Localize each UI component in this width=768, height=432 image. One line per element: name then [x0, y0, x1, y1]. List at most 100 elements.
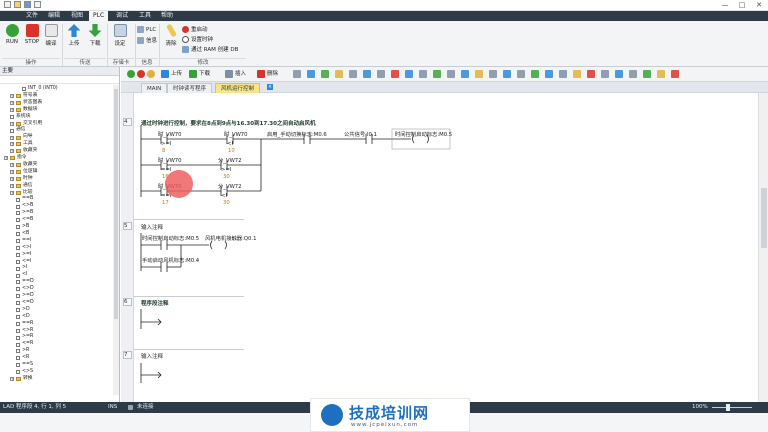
menu-debug[interactable]: 调试 [116, 12, 129, 19]
tree-item[interactable]: ==I [16, 238, 31, 245]
toolbar-tool-icon[interactable] [531, 70, 539, 78]
toolbar-tool-icon[interactable] [587, 70, 595, 78]
toolbar-tool-icon[interactable] [363, 70, 371, 78]
tree-item[interactable]: <>R [16, 328, 33, 335]
tree-folder[interactable]: +收藏夹 [10, 162, 37, 169]
toolbar-tool-icon[interactable] [307, 70, 315, 78]
tree-item[interactable]: ==S [16, 362, 33, 369]
upload-button[interactable]: 上传 [64, 24, 84, 47]
network-marker[interactable] [123, 298, 132, 306]
tree-item[interactable]: <=D [16, 300, 34, 307]
download-icon[interactable] [189, 70, 197, 78]
tab-main[interactable]: MAIN [141, 83, 168, 93]
network-marker[interactable] [123, 222, 132, 230]
menu-tools[interactable]: 工具 [139, 12, 152, 19]
scroll-thumb[interactable] [114, 89, 118, 319]
tree-item[interactable]: <=I [16, 259, 31, 266]
toolbar-tool-icon[interactable] [321, 70, 329, 78]
create-db-button[interactable]: 通过 RAM 创建 DB [182, 45, 238, 53]
expand-icon[interactable]: + [10, 94, 14, 99]
tree-folder[interactable]: +比较 [10, 190, 33, 197]
expand-icon[interactable]: + [10, 163, 14, 168]
expand-icon[interactable]: + [10, 107, 14, 112]
menu-view[interactable]: 视图 [71, 12, 84, 19]
toolbar-tool-icon[interactable] [433, 70, 441, 78]
open-icon[interactable] [14, 1, 21, 8]
expand-icon[interactable]: + [10, 149, 14, 154]
toolbar-tool-icon[interactable] [517, 70, 525, 78]
toolbar-tool-icon[interactable] [629, 70, 637, 78]
tree-item[interactable]: >=D [16, 293, 34, 300]
tree-folder[interactable]: +符号表 [10, 93, 37, 100]
toolbar-tool-icon[interactable] [615, 70, 623, 78]
tree-folder[interactable]: +状态图表 [10, 100, 42, 107]
expand-icon[interactable]: + [10, 170, 14, 175]
expand-icon[interactable]: + [10, 183, 14, 188]
toolbar-tool-icon[interactable] [377, 70, 385, 78]
maximize-button[interactable]: □ [738, 1, 746, 9]
memory-card-button[interactable]: 设定 [110, 24, 130, 47]
stop-icon[interactable] [137, 70, 145, 78]
upload-label[interactable]: 上传 [171, 71, 183, 77]
expand-icon[interactable]: + [4, 156, 8, 161]
expand-icon[interactable]: + [10, 190, 14, 195]
tree-folder[interactable]: +收藏夹 [10, 148, 37, 155]
clear-button[interactable]: 清除 [161, 23, 181, 47]
tree-item[interactable]: ==R [16, 321, 33, 328]
scroll-thumb[interactable] [761, 188, 767, 248]
menu-file[interactable]: 文件 [26, 12, 39, 19]
tree-item[interactable]: <>B [16, 203, 33, 210]
tree-item[interactable]: >R [16, 348, 29, 355]
stop-button[interactable]: STOP [22, 24, 42, 45]
tree-item[interactable]: >=R [16, 334, 33, 341]
power-up-reset-button[interactable]: 重启动 [182, 25, 208, 33]
toolbar-tool-icon[interactable] [419, 70, 427, 78]
tree-folder[interactable]: +通信 [10, 183, 33, 190]
expand-icon[interactable]: + [10, 142, 14, 147]
tab-clock-rw[interactable]: 时钟读写程序 [167, 83, 213, 93]
tree-item[interactable]: <>D [16, 286, 34, 293]
zoom-slider-thumb[interactable] [726, 404, 730, 411]
toolbar-tool-icon[interactable] [461, 70, 469, 78]
tree-item[interactable]: 系统块 [10, 114, 30, 121]
set-clock-button[interactable]: 设置时钟 [182, 35, 213, 43]
tree-item[interactable]: 通信 [10, 127, 26, 134]
toolbar-tool-icon[interactable] [545, 70, 553, 78]
tree-item[interactable]: <B [16, 231, 29, 238]
network-marker[interactable] [123, 351, 132, 359]
print-icon[interactable] [34, 1, 41, 8]
tree-item[interactable]: >B [16, 224, 29, 231]
expand-icon[interactable]: + [10, 121, 14, 126]
network-title[interactable]: 通过时钟进行控制，要求在8点到9点与16.30到17.30之间自动启风机 [141, 121, 316, 127]
delete-icon[interactable] [257, 70, 265, 78]
toolbar-tool-icon[interactable] [671, 70, 679, 78]
expand-icon[interactable]: + [10, 101, 14, 106]
tree-folder[interactable]: +时钟 [10, 176, 33, 183]
tree-folder[interactable]: +工具 [10, 141, 33, 148]
tree-folder[interactable]: +向导 [10, 134, 33, 141]
toolbar-tool-icon[interactable] [475, 70, 483, 78]
tree-item[interactable]: <>I [16, 245, 31, 252]
info-button[interactable]: 信息 [137, 36, 157, 44]
run-button[interactable]: RUN [2, 24, 22, 45]
insert-icon[interactable] [225, 70, 233, 78]
tree-item[interactable]: >D [16, 307, 30, 314]
tree-item[interactable]: <=R [16, 341, 33, 348]
toolbar-tool-icon[interactable] [643, 70, 651, 78]
toolbar-tool-icon[interactable] [391, 70, 399, 78]
network-comment[interactable]: 输入注释 [141, 354, 164, 360]
tree-folder[interactable]: +数据块 [10, 107, 37, 114]
run-icon[interactable] [127, 70, 135, 78]
network-marker[interactable] [123, 118, 132, 126]
download-button[interactable]: 下载 [85, 24, 105, 47]
toolbar-tool-icon[interactable] [293, 70, 301, 78]
tab-fan-control[interactable]: 风机运行控制 [215, 83, 261, 93]
toolbar-tool-icon[interactable] [489, 70, 497, 78]
toolbar-tool-icon[interactable] [503, 70, 511, 78]
menu-plc[interactable]: PLC [89, 11, 109, 21]
tree-item[interactable]: <R [16, 355, 29, 362]
upload-icon[interactable] [161, 70, 169, 78]
close-button[interactable]: ✕ [756, 1, 762, 9]
tree-item[interactable]: >=B [16, 210, 33, 217]
tree-folder[interactable]: +交叉引用 [10, 121, 42, 128]
